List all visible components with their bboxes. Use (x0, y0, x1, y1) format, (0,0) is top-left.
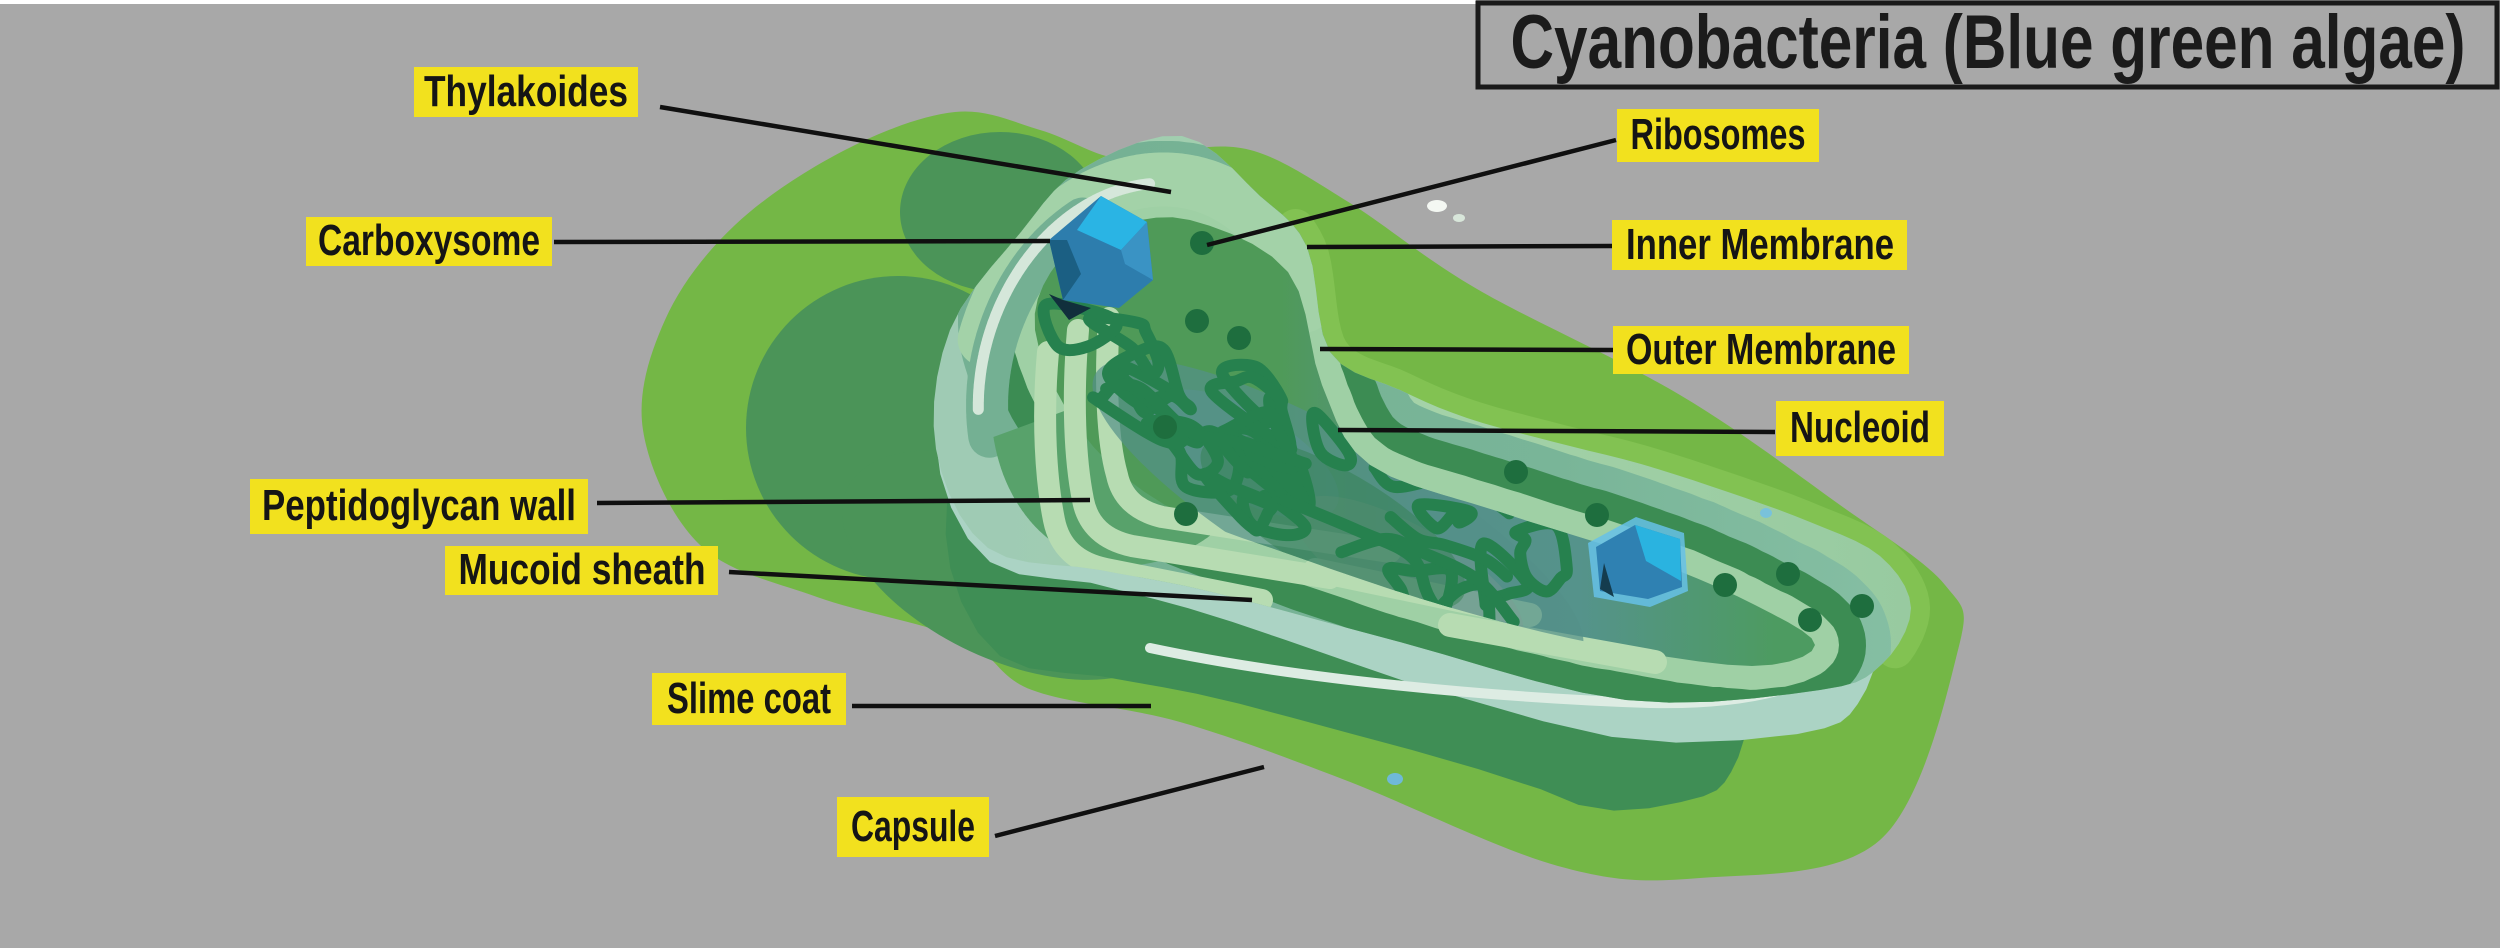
svg-text:Nucleoid: Nucleoid (1790, 403, 1930, 452)
svg-text:Cyanobacteria (Blue green alga: Cyanobacteria (Blue green algae) (1511, 0, 2466, 85)
svg-text:Capsule: Capsule (851, 802, 975, 851)
svg-text:Slime coat: Slime coat (667, 674, 831, 723)
svg-text:Outer Membrane: Outer Membrane (1626, 325, 1896, 374)
svg-text:Ribosomes: Ribosomes (1631, 110, 1806, 159)
svg-text:Carboxysome: Carboxysome (318, 216, 540, 265)
svg-text:Thylakoides: Thylakoides (424, 67, 628, 116)
svg-text:Inner Membrane: Inner Membrane (1626, 220, 1894, 269)
svg-text:Peptidoglycan wall: Peptidoglycan wall (262, 481, 576, 530)
svg-text:Mucoid sheath: Mucoid sheath (459, 545, 706, 594)
